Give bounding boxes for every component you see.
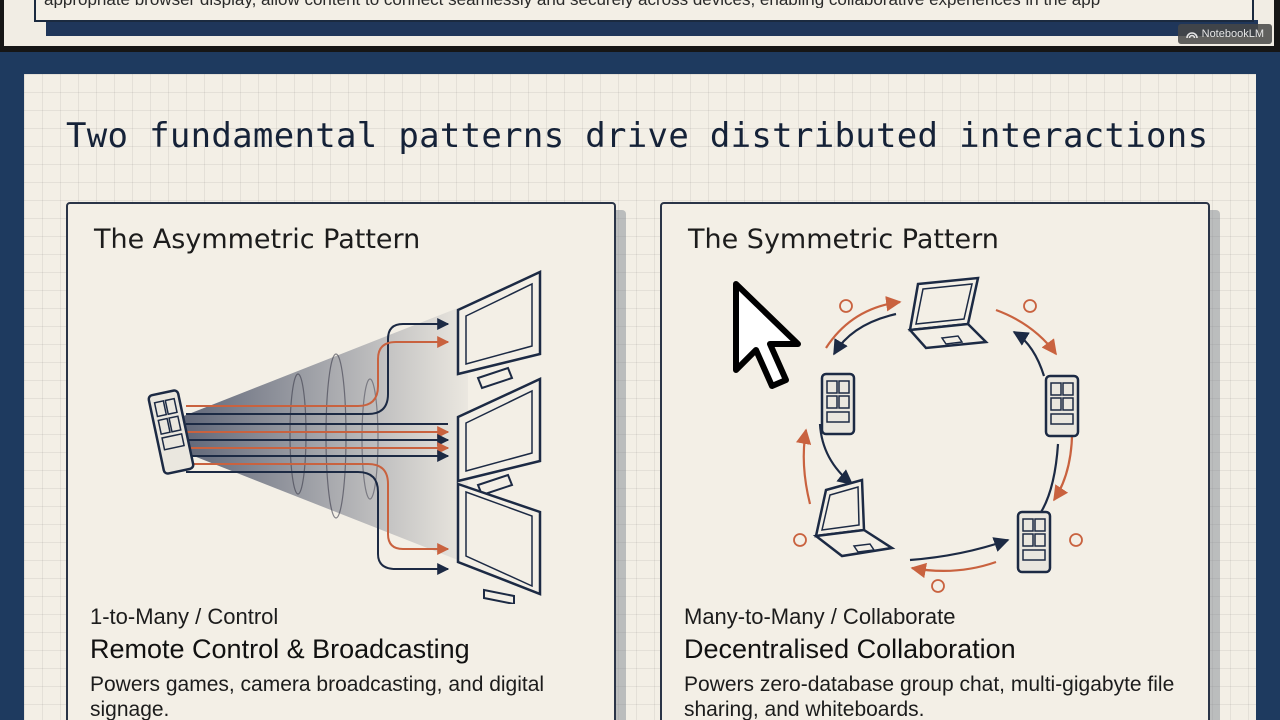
phone-icon <box>820 372 856 436</box>
previous-slide-text: appropriate browser display, allow conte… <box>44 0 1244 8</box>
asymmetric-card-subtitle: 1-to-Many / Control <box>90 604 279 629</box>
monitor-icon <box>456 482 542 604</box>
slide-title: Two fundamental patterns drive distribut… <box>66 116 1209 156</box>
asymmetric-card-description: Powers games, camera broadcasting, and d… <box>90 673 545 720</box>
broadcast-rays <box>186 318 450 575</box>
phone-icon <box>147 389 195 475</box>
previous-slide-strip: appropriate browser display, allow conte… <box>4 0 1274 46</box>
mouse-cursor-icon <box>733 281 801 389</box>
beam-ring <box>289 373 307 495</box>
slide-canvas: Two fundamental patterns drive distribut… <box>24 74 1256 720</box>
symmetric-card-subtitle: Many-to-Many / Collaborate <box>684 604 956 629</box>
monitor-icon <box>456 377 542 497</box>
broadcast-beam <box>176 304 468 564</box>
symmetric-card-heading: Decentralised Collaboration <box>684 634 1016 664</box>
previous-slide-box <box>34 0 1254 22</box>
laptop-icon <box>907 276 989 350</box>
asymmetric-card-title: The Asymmetric Pattern <box>94 224 421 255</box>
asymmetric-diagram <box>147 270 542 604</box>
notebooklm-watermark: NotebookLM <box>1177 24 1272 44</box>
symmetric-card-description: Powers zero-database group chat, multi-g… <box>684 673 1175 720</box>
monitor-icon <box>456 270 542 390</box>
symmetric-diagram <box>793 276 1083 593</box>
asymmetric-card-heading: Remote Control & Broadcasting <box>90 634 470 664</box>
asymmetric-pattern-card: The Asymmetric Pattern <box>66 202 616 720</box>
symmetric-card-title: The Symmetric Pattern <box>688 224 999 255</box>
symmetric-pattern-card: The Symmetric Pattern <box>660 202 1210 720</box>
slide: Two fundamental patterns drive distribut… <box>0 52 1280 720</box>
notebooklm-logo-icon <box>1185 32 1198 39</box>
ring-arrows-navy <box>818 312 1060 562</box>
phone-icon <box>1016 510 1052 574</box>
previous-slide-shadow <box>46 20 1258 36</box>
laptop-icon <box>812 478 896 558</box>
data-packets <box>793 299 1083 593</box>
phone-icon <box>1044 374 1080 438</box>
watermark-label: NotebookLM <box>1201 28 1264 40</box>
beam-ring <box>325 353 347 519</box>
